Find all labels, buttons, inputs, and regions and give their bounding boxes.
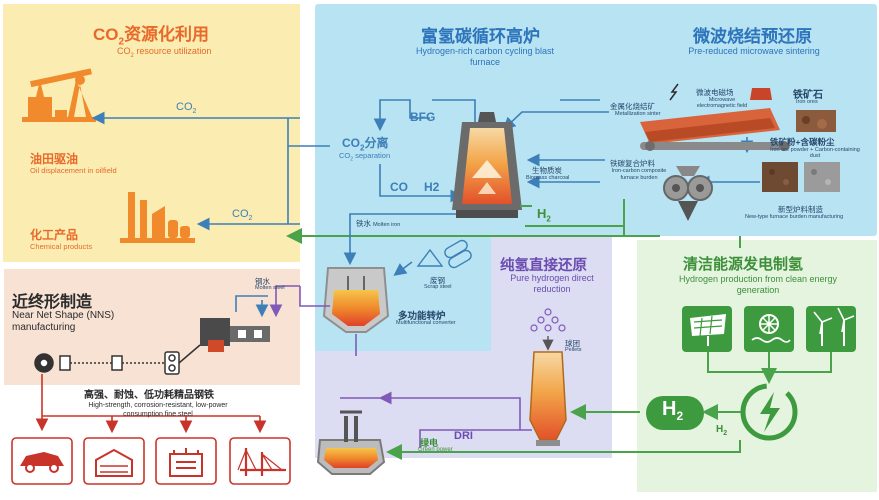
- h2-small-label: H2: [424, 180, 440, 194]
- chemical-products-label-en: Chemical products: [30, 242, 93, 251]
- pellets-label-en: Pellets: [565, 347, 582, 353]
- roller-press-icon: [663, 166, 713, 221]
- co2-separation-label-en: CO2 separation: [339, 151, 391, 163]
- iron-ore-label: 铁矿石: [793, 90, 823, 101]
- oilfield-label: 油田驱油: [30, 152, 79, 166]
- converter-label-en: Multifunctional converter: [396, 320, 456, 326]
- microwave-field-label: 微波电磁场: [696, 88, 734, 97]
- dri-label: DRI: [454, 430, 473, 442]
- fine-steel-label: 高强、耐蚀、低功耗精品钢铁: [84, 390, 214, 401]
- transformer-icon: [155, 437, 217, 485]
- nns-section-title: 近终形制造: [12, 294, 93, 311]
- pure-hydrogen-subtitle: Pure hydrogen direct reduction: [510, 273, 594, 294]
- electric-arc-furnace-icon: [316, 410, 386, 475]
- co2-arrow-label-bottom: CO2: [232, 208, 253, 223]
- nns-caster-icon: [200, 318, 270, 352]
- chemical-products-label: 化工产品: [30, 228, 79, 242]
- building-icon: [83, 437, 145, 485]
- fine-steel-label-en: High-strength, corrosion-resistant, low-…: [88, 402, 228, 418]
- nns-section-subtitle: Near Net Shape (NNS) manufacturing: [12, 310, 115, 333]
- hydrogen-output-label: H2: [716, 424, 728, 437]
- microwave-section-subtitle: Pre-reduced microwave sintering: [688, 46, 820, 56]
- scrap-steel-label: 废钢: [430, 276, 445, 285]
- clean-energy-title: 清洁能源发电制氢: [683, 256, 804, 273]
- furnace-section-title: 富氢碳循环高炉: [421, 27, 540, 46]
- hydrogen-shaft-furnace-icon: [529, 351, 567, 446]
- ore-powder-label: 铁矿粉+含碳粉尘: [770, 137, 835, 147]
- microwave-sintering-belt-icon: [640, 83, 790, 151]
- wind-turbine-icon: [806, 306, 856, 352]
- pure-hydrogen-title: 纯氢直接还原: [500, 258, 587, 274]
- co2-section-subtitle: CO2 resource utilization: [117, 46, 212, 59]
- scrap-steel-label-en: Scrap steel: [424, 284, 452, 290]
- oilfield-label-en: Oil displacement in oilfield: [30, 166, 117, 175]
- new-burden-label: 新型炉料制造: [778, 205, 823, 214]
- hydrogen-tank-label: H2: [662, 398, 684, 423]
- green-power-label-en: Green power: [418, 447, 453, 453]
- molten-steel-label: 钢水: [255, 277, 270, 286]
- oil-pump-icon: [22, 68, 96, 122]
- co2-arrow-label-top: CO2: [176, 101, 197, 116]
- metallized-sinter-label: 金属化烧结矿: [610, 102, 655, 111]
- h2-green-label: H2: [537, 206, 551, 224]
- co2-section-title: CO2资源化利用: [93, 25, 210, 48]
- ore-powder-samples-icon: [762, 162, 840, 192]
- chemical-plant-icon: [120, 192, 195, 243]
- green-power-label: 绿电: [420, 438, 439, 448]
- iron-ore-icon: [796, 110, 836, 132]
- molten-iron-label: 铁水 Molten iron: [356, 219, 401, 228]
- iron-ore-label-en: Iron ores: [796, 99, 818, 105]
- co-label: CO: [390, 180, 408, 194]
- bridge-icon: [229, 437, 291, 485]
- hydrogen-furnace-panel: [315, 4, 877, 236]
- microwave-section-title: 微波烧结预还原: [693, 27, 812, 46]
- iron-carbon-burden-label: 铁碳复合炉料: [610, 159, 655, 168]
- green-power-bolt-icon: [740, 383, 798, 441]
- pellets-icon: [530, 308, 566, 332]
- multifunctional-converter-icon: [322, 267, 390, 333]
- ore-powder-label-en: Iron ore powder + Carbon-containing dust: [770, 147, 860, 159]
- pellets-label: 球团: [565, 339, 580, 348]
- clean-energy-panel: [637, 240, 877, 492]
- biomass-label-en: Biomass charcoal: [526, 175, 570, 181]
- rolling-line-icon: [34, 344, 201, 375]
- iron-carbon-burden-label-en: Iron-carbon composite furnace burden: [611, 168, 667, 181]
- microwave-field-label-en: Microwave electromagnetic field: [696, 97, 748, 109]
- molten-steel-label-en: Molten steel: [255, 285, 285, 291]
- biomass-label: 生物质炭: [532, 166, 562, 175]
- solar-panel-icon: [682, 306, 732, 352]
- metallized-sinter-label-en: Metallization sinter: [615, 111, 661, 117]
- bfg-label: BFG: [410, 110, 436, 124]
- hydrogen-tank-icon: [646, 396, 704, 430]
- scrap-steel-icon: [416, 239, 472, 269]
- blast-furnace-icon: [452, 112, 522, 218]
- furnace-section-subtitle: Hydrogen-rich carbon cycling blast furna…: [415, 46, 555, 67]
- hydro-power-icon: [744, 306, 794, 352]
- clean-energy-subtitle: Hydrogen production from clean energy ge…: [678, 274, 838, 295]
- co2-panel: [3, 4, 300, 262]
- car-icon: [11, 437, 73, 485]
- new-burden-label-en: New-type furnace burden manufacturing: [745, 214, 844, 220]
- converter-label: 多功能转炉: [398, 311, 446, 322]
- co2-separation-label: CO2分离: [342, 136, 389, 153]
